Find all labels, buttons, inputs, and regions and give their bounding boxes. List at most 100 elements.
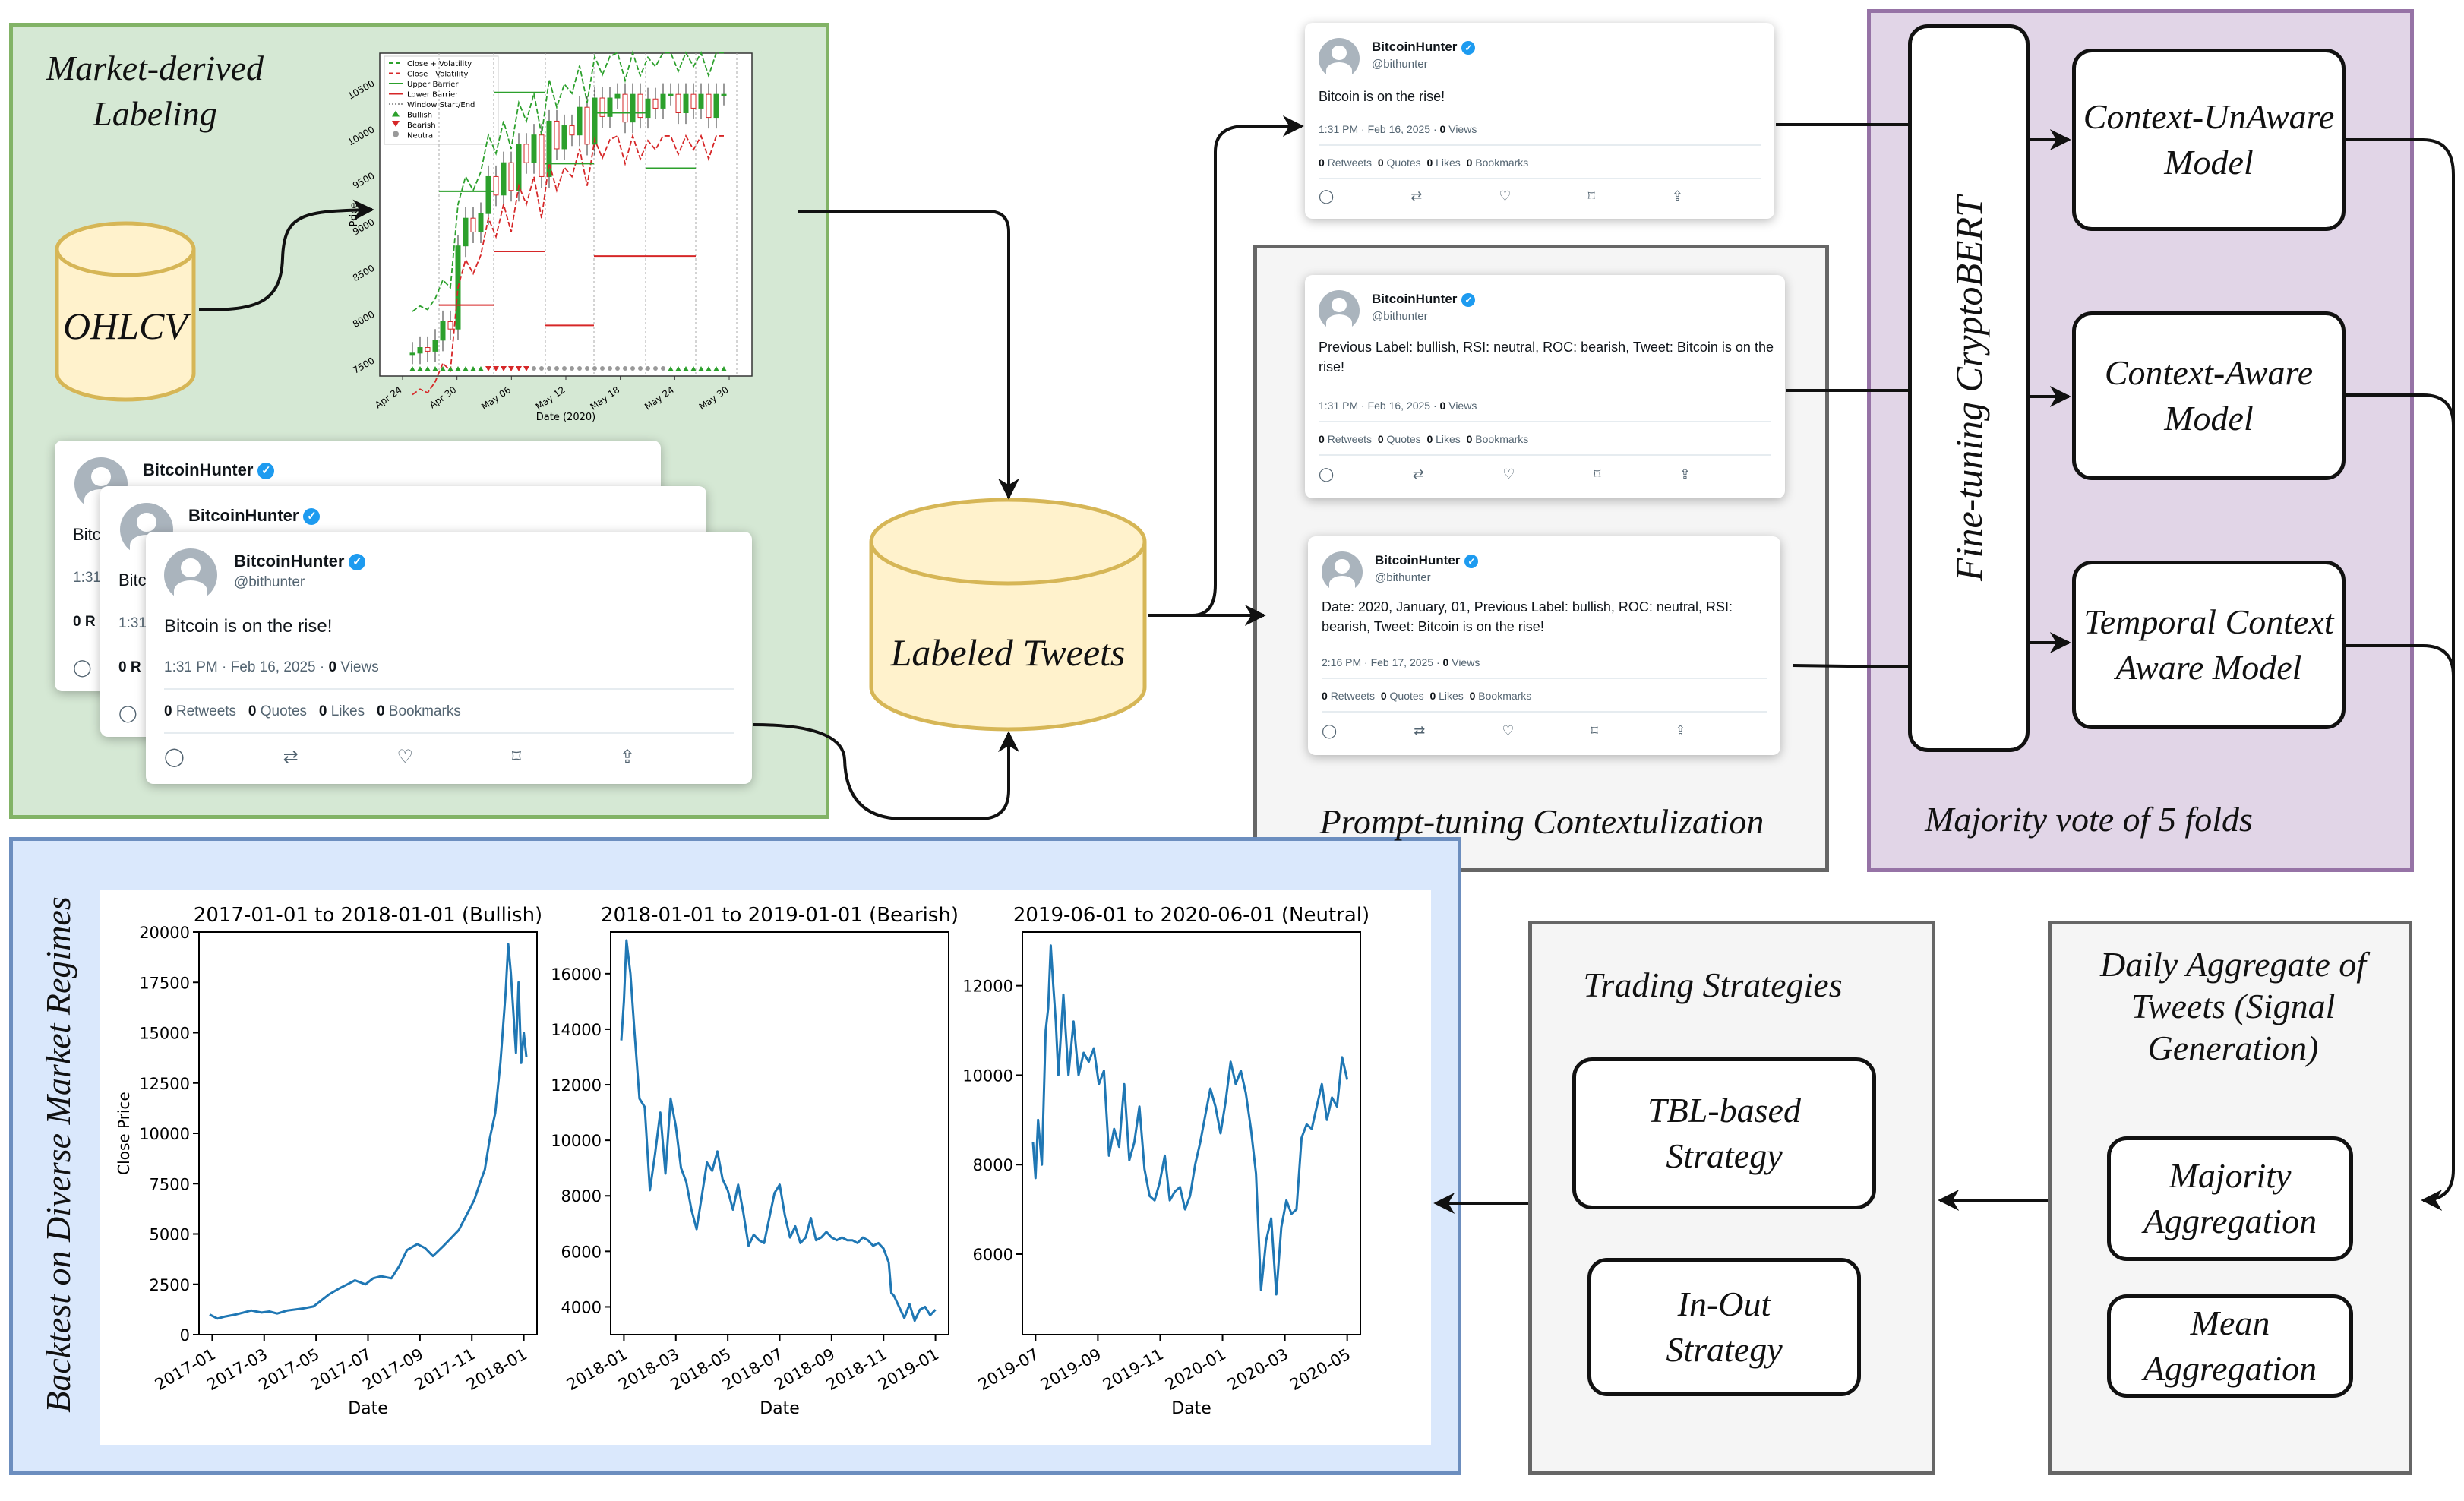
candle-body [432, 340, 438, 352]
tweet-card-front: BitcoinHunter✓ @bithunter Bitcoin is on … [146, 532, 752, 784]
bookmark-icon[interactable]: ⌑ [1591, 723, 1598, 738]
x-tick-label: 2020-03 [1224, 1345, 1291, 1395]
legend-box [384, 55, 499, 145]
neutral-marker [608, 366, 612, 371]
legend-label: Bullish [407, 112, 432, 120]
candle-body [561, 125, 567, 150]
retweet-icon[interactable]: ⇄ [1410, 188, 1423, 204]
mini-x-tick-label: May 30 [697, 384, 731, 412]
legend-label: Close - Volatility [407, 71, 468, 79]
like-icon[interactable]: ♡ [1499, 188, 1512, 204]
tweet-card-temporal: BitcoinHunter✓ @bithunter Date: 2020, Ja… [1308, 536, 1780, 755]
tweet-stats: 0 Retweets 0 Quotes 0 Likes 0 Bookmarks [164, 703, 461, 719]
price-line-series [209, 943, 528, 1320]
retweet-icon[interactable]: ⇄ [1412, 466, 1424, 482]
tweet-card-plain: BitcoinHunter✓ @bithunter Bitcoin is on … [1305, 23, 1774, 219]
divider [1322, 678, 1767, 679]
retweet-icon[interactable]: ⇄ [1414, 723, 1426, 738]
candle-body [713, 93, 719, 118]
model-label: Temporal Context Aware Model [2083, 602, 2334, 687]
like-icon[interactable]: ♡ [1502, 466, 1515, 482]
neutral-marker [615, 366, 620, 371]
reply-icon[interactable]: ◯ [164, 747, 185, 767]
divider [1319, 144, 1761, 146]
bearish-marker [508, 366, 514, 371]
majority-vote-label: Majority vote of 5 folds [1925, 800, 2253, 839]
share-icon[interactable]: ⇪ [1679, 466, 1691, 482]
bookmark-icon[interactable]: ⌑ [511, 747, 522, 767]
candle-body [516, 144, 522, 191]
candle-body [485, 175, 491, 214]
legend-label: Upper Barrier [407, 81, 459, 89]
candle-body [546, 120, 552, 177]
candle-body [501, 162, 507, 196]
reply-icon[interactable]: ◯ [73, 658, 92, 677]
candle-body [508, 162, 514, 191]
retweet-icon[interactable]: ⇄ [283, 747, 299, 767]
legend-label: Neutral [407, 132, 435, 141]
candle-body [463, 217, 469, 247]
like-icon[interactable]: ♡ [1502, 723, 1515, 738]
model-box-context-unaware: Context-UnAware Model [2072, 49, 2346, 231]
labeled-tweets-database-icon [869, 498, 1147, 732]
share-icon[interactable]: ⇪ [619, 747, 635, 767]
y-axis-label: Close Price [115, 1092, 133, 1175]
reply-icon[interactable]: ◯ [1319, 466, 1335, 482]
neutral-marker [585, 366, 589, 371]
trading-strategies-label: Trading Strategies [1583, 965, 1843, 1004]
bullish-marker [668, 366, 674, 371]
candle-body [592, 97, 598, 145]
legend-label: Close + Volatility [407, 60, 472, 68]
tweet-text: Bitc [73, 525, 101, 544]
tweet-card-context: BitcoinHunter✓ @bithunter Previous Label… [1305, 275, 1785, 498]
tweet-handle: @bithunter [1372, 58, 1428, 71]
strategy-label: In-Out Strategy [1666, 1285, 1783, 1369]
divider [164, 688, 734, 690]
neutral-marker [562, 366, 567, 371]
y-tick-label: 8000 [561, 1187, 602, 1206]
bullish-marker [721, 366, 727, 371]
reply-icon[interactable]: ◯ [1319, 188, 1335, 204]
y-tick-label: 17500 [139, 974, 190, 992]
bookmark-icon[interactable]: ⌑ [1587, 188, 1595, 204]
y-tick-label: 12000 [962, 978, 1013, 996]
reply-icon[interactable]: ◯ [118, 703, 137, 722]
y-tick-label: 5000 [150, 1226, 190, 1244]
y-tick-label: 0 [180, 1326, 190, 1345]
mini-y-tick-label: 8000 [351, 309, 376, 330]
labeled-tweets-label: Labeled Tweets [890, 631, 1126, 674]
tweet-author-name: BitcoinHunter✓ [143, 460, 275, 480]
verified-badge-icon: ✓ [1461, 40, 1476, 55]
candle-body [539, 134, 545, 177]
neutral-marker [532, 366, 536, 371]
share-icon[interactable]: ⇪ [1674, 723, 1686, 738]
candle-body [622, 93, 628, 123]
tweet-actions: ◯ ⇄ ♡ ⌑ ⇪ [1322, 723, 1686, 739]
model-box-context-aware: Context-Aware Model [2072, 311, 2346, 480]
y-tick-label: 2500 [150, 1276, 190, 1294]
bearish-marker-icon [392, 121, 400, 127]
candle-body [409, 352, 415, 356]
divider [1319, 454, 1771, 456]
mini-x-tick-label: Apr 30 [428, 384, 459, 410]
neutral-marker [638, 366, 643, 371]
reply-icon[interactable]: ◯ [1322, 723, 1338, 738]
label-markers [409, 366, 727, 371]
share-icon[interactable]: ⇪ [1671, 188, 1683, 204]
like-icon[interactable]: ♡ [396, 747, 414, 767]
candle-body [470, 217, 476, 232]
tweet-handle: @bithunter [1375, 571, 1431, 584]
verified-badge-icon: ✓ [303, 508, 321, 526]
bearish-marker [501, 366, 507, 371]
mini-y-tick-label: 7500 [351, 355, 376, 375]
candle-body [614, 93, 621, 99]
chart-panel-1: 2017-01-01 to 2018-01-01 (Bullish)025005… [115, 904, 542, 1418]
tweet-time: 1:31 PM · Feb 16, 2025 · 0 Views [1319, 400, 1477, 412]
y-tick-label: 12500 [139, 1075, 190, 1093]
candle-body [668, 93, 674, 96]
y-tick-label: 16000 [551, 965, 602, 984]
y-tick-label: 6000 [973, 1246, 1013, 1264]
x-tick-label: 2019-11 [1100, 1345, 1167, 1395]
bookmark-icon[interactable]: ⌑ [1594, 466, 1601, 482]
